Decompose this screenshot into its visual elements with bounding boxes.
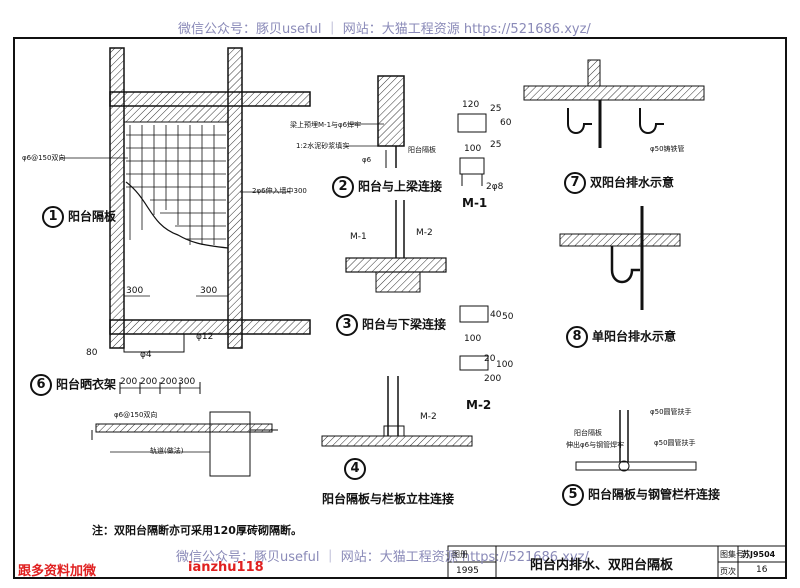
title-block-atlas-no: 苏J9504 xyxy=(742,550,776,559)
title-block-year: 1995 xyxy=(456,566,479,576)
title-block-atlas-label: 图集号 xyxy=(720,550,744,559)
dim-100d: 100 xyxy=(496,360,514,370)
annotation-mesh-d6: φ6@150双向 xyxy=(114,411,158,419)
detail-4-title: 阳台隔板与栏板立柱连接 xyxy=(322,492,455,506)
detail-8-drawing xyxy=(559,206,681,310)
annotation-m2: M-2 xyxy=(416,228,433,238)
annotation-m2-d4: M-2 xyxy=(420,412,437,422)
detail-7-drawing xyxy=(523,59,705,148)
sheet-border xyxy=(13,37,787,579)
title-block xyxy=(447,545,787,579)
annotation-track: 轨道(做法) xyxy=(150,447,184,455)
dim-300-right: 300 xyxy=(200,286,218,296)
detail-5-drawing xyxy=(575,410,697,472)
dim-300-3: 300 xyxy=(178,377,196,387)
plates-drawing xyxy=(457,113,489,371)
annotation-weld: 伸出φ6与钢管焊牢 xyxy=(566,441,625,449)
title-block-page-no: 16 xyxy=(756,565,768,575)
annotation-2phi8: 2φ8 xyxy=(486,182,504,192)
dim-120: 120 xyxy=(462,100,480,110)
detail-4-marker: 4 xyxy=(344,458,370,480)
dim-200-3: 200 xyxy=(160,377,178,387)
dim-40: 40 xyxy=(490,310,502,320)
annotation-anchor-bars: 2φ6伸入墙中300 xyxy=(252,187,307,195)
dim-300-left: 300 xyxy=(126,286,144,296)
plate-m2-label: M-2 xyxy=(466,398,492,412)
dim-25a: 25 xyxy=(490,104,502,114)
dim-25b: 25 xyxy=(490,140,502,150)
detail-1-drawing xyxy=(60,47,311,394)
dim-50: 50 xyxy=(502,312,514,322)
annotation-mortar: 1:2水泥砂浆填实 xyxy=(296,142,350,150)
annotation-partition-d5: 阳台隔板 xyxy=(574,429,602,437)
annotation-handrail-top: φ50圆管扶手 xyxy=(650,408,692,416)
dim-60: 60 xyxy=(500,118,512,128)
watermark-top: 微信公众号：豚贝useful ｜ 网站：大猫工程资源 https://52168… xyxy=(178,22,591,37)
dim-80: 80 xyxy=(86,348,98,358)
annotation-phi6: φ6 xyxy=(362,156,372,164)
detail-2-drawing xyxy=(346,75,405,168)
annotation-phi12: φ12 xyxy=(196,332,214,342)
plate-m1-label: M-1 xyxy=(462,196,488,210)
annotation-m1: M-1 xyxy=(350,232,367,242)
annotation-cast-pipe: φ50铸铁管 xyxy=(650,145,685,153)
dim-200-2: 200 xyxy=(140,377,158,387)
annotation-phi4: φ4 xyxy=(140,350,152,360)
dim-20: 20 xyxy=(484,354,496,364)
annotation-embed: 梁上预埋M-1与φ6焊牢 xyxy=(290,121,362,129)
dim-200-1: 200 xyxy=(120,377,138,387)
dim-100c: 100 xyxy=(464,334,482,344)
dim-200d: 200 xyxy=(484,374,502,384)
annotation-mesh: φ6@150双向 xyxy=(22,154,66,162)
annotation-partition: 阳台隔板 xyxy=(408,146,436,154)
dim-100: 100 xyxy=(464,144,482,154)
detail-6-drawing xyxy=(91,411,278,477)
title-block-title: 阳台内排水、双阳台隔板 xyxy=(530,558,674,573)
promo-right: ianzhu118 xyxy=(188,560,264,575)
detail-4-drawing xyxy=(321,376,473,447)
note-text: 注：双阳台隔断亦可采用120厚砖砌隔断。 xyxy=(92,524,302,537)
annotation-handrail: φ50圆管扶手 xyxy=(654,439,696,447)
detail-3-drawing xyxy=(345,200,447,293)
watermark-bottom: 微信公众号：豚贝useful ｜ 网站：大猫工程资源 https://52168… xyxy=(176,550,589,565)
title-block-page-label: 页次 xyxy=(720,567,736,576)
title-block-drawn-label: 图册 xyxy=(452,550,468,559)
promo-left: 跟多资料加微 xyxy=(18,564,97,579)
